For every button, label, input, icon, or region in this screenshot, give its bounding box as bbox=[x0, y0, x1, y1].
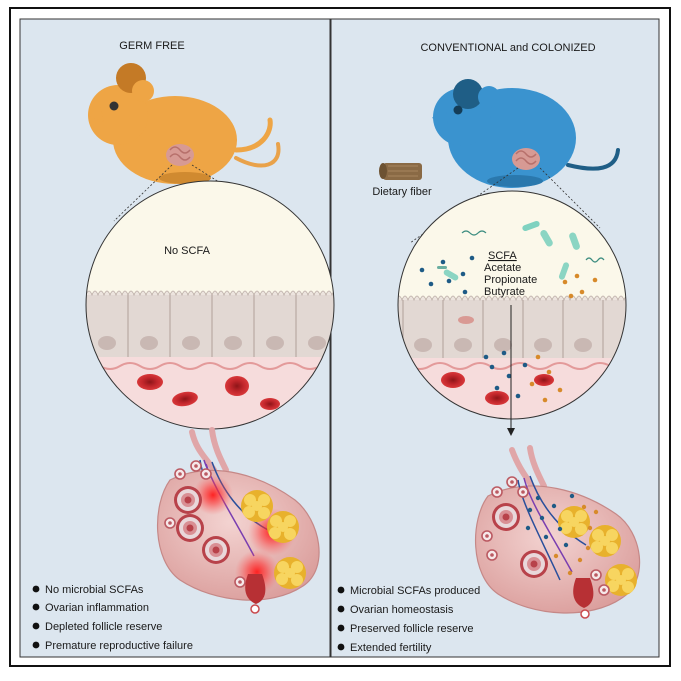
colonized-mouse-illustration bbox=[432, 79, 620, 188]
germ-free-mouse-illustration bbox=[88, 63, 281, 184]
scfa-item-propionate: Propionate bbox=[484, 274, 537, 286]
colonized-intestine-magnification bbox=[397, 190, 627, 420]
germ-free-finding: Depleted follicle reserve bbox=[45, 621, 162, 633]
germ-free-findings-list: No microbial SCFAs Ovarian inflammation … bbox=[32, 584, 193, 652]
scfa-heading: SCFA bbox=[488, 250, 517, 262]
germ-free-finding: No microbial SCFAs bbox=[45, 584, 144, 596]
scfa-molecules bbox=[419, 255, 598, 403]
germ-free-gut-icon bbox=[166, 144, 194, 166]
gut-bacteria bbox=[437, 220, 605, 281]
dietary-fiber-label: Dietary fiber bbox=[372, 186, 432, 198]
germ-free-title: GERM FREE bbox=[119, 40, 184, 52]
colonized-findings-list: Microbial SCFAs produced Ovarian homeost… bbox=[337, 585, 480, 654]
scfa-item-acetate: Acetate bbox=[484, 262, 521, 274]
colonized-finding: Ovarian homeostasis bbox=[350, 604, 454, 616]
colonized-title: CONVENTIONAL and COLONIZED bbox=[420, 42, 595, 54]
dietary-fiber-icon bbox=[379, 163, 422, 180]
colonized-finding: Extended fertility bbox=[350, 642, 432, 654]
scfa-item-butyrate: Butyrate bbox=[484, 286, 525, 298]
colonized-finding: Preserved follicle reserve bbox=[350, 623, 474, 635]
colonized-ovary bbox=[474, 445, 641, 619]
germ-free-finding: Premature reproductive failure bbox=[45, 640, 193, 652]
germ-free-ovary bbox=[156, 427, 320, 614]
germ-free-finding: Ovarian inflammation bbox=[45, 602, 149, 614]
ovary-scfa-molecules bbox=[525, 493, 599, 576]
germ-free-intestine-magnification bbox=[85, 180, 335, 430]
no-scfa-label: No SCFA bbox=[164, 245, 211, 257]
colonized-finding: Microbial SCFAs produced bbox=[350, 585, 480, 597]
colonized-gut-icon bbox=[512, 148, 540, 170]
